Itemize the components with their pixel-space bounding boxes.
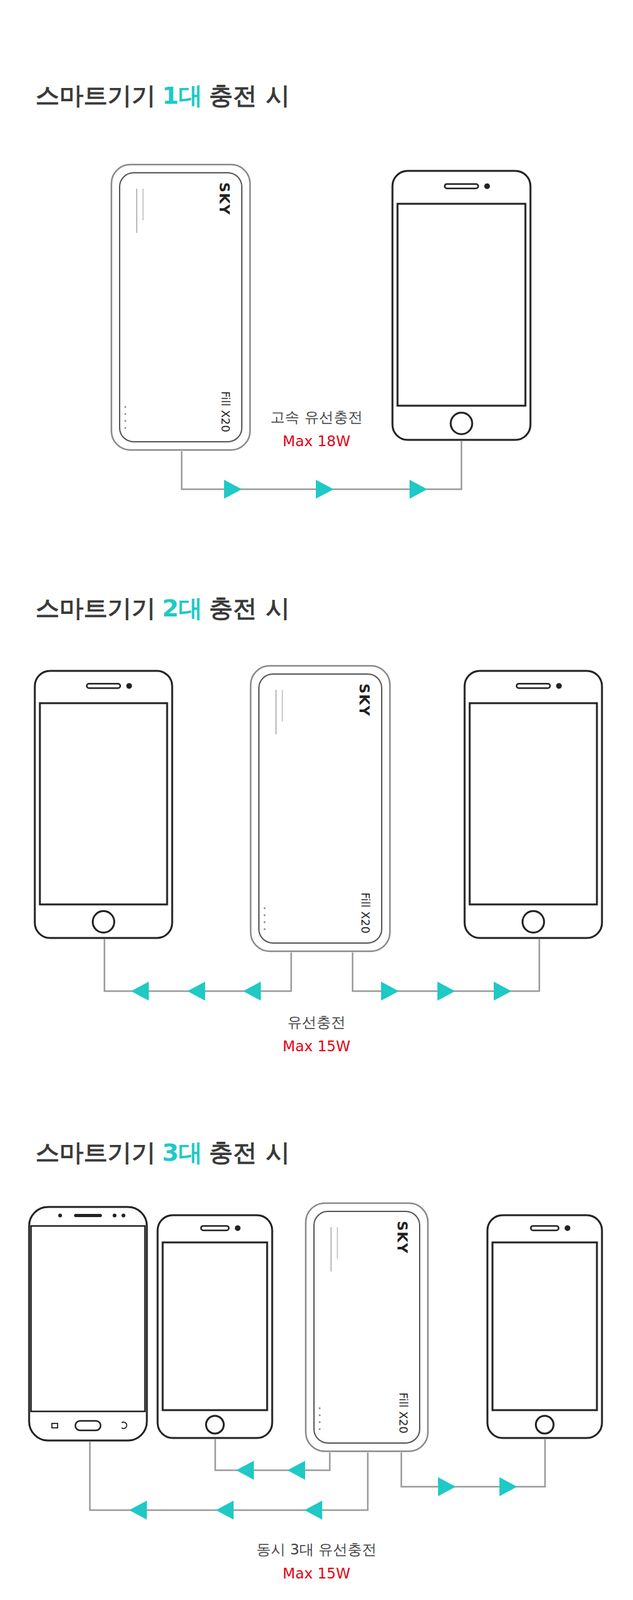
max-power: Max 15W — [282, 1038, 351, 1055]
power-bank: SKY Fill X20 — [249, 664, 392, 953]
max-power: Max 15W — [282, 1565, 351, 1582]
charge-label: 유선충전 — [287, 1012, 346, 1033]
bank-outline — [304, 1202, 430, 1453]
arrowhead — [381, 981, 399, 1001]
power-bank: SKY Fill X20 — [304, 1202, 430, 1453]
charging-cable — [401, 1439, 546, 1497]
smartphone — [156, 1214, 274, 1440]
arrowhead — [499, 1477, 518, 1497]
device-count: 2대 — [162, 592, 203, 625]
heading-text: 스마트기기 — [35, 592, 156, 625]
charging-cable — [89, 1441, 368, 1520]
arrowhead — [129, 1500, 147, 1520]
heading-text: 충전 시 — [208, 79, 290, 113]
model-name: Fill X20 — [396, 1392, 411, 1434]
smartphone — [391, 169, 532, 442]
power-bank: SKY Fill X20 — [110, 163, 252, 452]
section-heading: 스마트기기2대충전 시 — [35, 592, 290, 625]
brand-name: SKY — [356, 683, 373, 717]
phone-outline — [33, 669, 174, 940]
heading-text: 충전 시 — [208, 1136, 290, 1170]
cable-line — [401, 1439, 546, 1487]
heading-text: 스마트기기 — [35, 1136, 156, 1170]
heading-text: 충전 시 — [208, 592, 290, 625]
phone-outline — [156, 1214, 274, 1440]
arrowhead — [287, 1460, 306, 1480]
arrowhead — [438, 1477, 456, 1497]
smartphone — [27, 1205, 149, 1442]
arrowhead — [493, 981, 512, 1001]
galaxy-outline — [27, 1205, 149, 1442]
phone-outline — [486, 1214, 604, 1440]
arrowhead — [304, 1500, 323, 1520]
phone-outline — [463, 669, 604, 940]
arrowhead — [243, 981, 261, 1001]
phone-outline — [391, 169, 532, 442]
arrowhead — [315, 479, 334, 499]
arrowhead — [236, 1460, 254, 1480]
model-name: Fill X20 — [219, 391, 233, 433]
model-name: Fill X20 — [358, 892, 373, 934]
smartphone — [463, 669, 604, 940]
max-power: Max 18W — [282, 432, 351, 450]
arrowhead — [131, 981, 149, 1001]
arrowhead — [215, 1500, 234, 1520]
charge-label: 고속 유선충전 — [270, 407, 363, 428]
device-count: 3대 — [162, 1136, 203, 1170]
arrowhead — [224, 479, 242, 499]
smartphone — [33, 669, 174, 940]
smartphone — [486, 1214, 604, 1440]
charge-label: 동시 3대 유선충전 — [256, 1540, 377, 1560]
section-heading: 스마트기기1대충전 시 — [35, 79, 290, 113]
device-count: 1대 — [162, 79, 203, 113]
brand-name: SKY — [394, 1221, 411, 1254]
arrowhead — [187, 981, 206, 1001]
section-heading: 스마트기기3대충전 시 — [35, 1136, 290, 1170]
arrowhead — [409, 479, 428, 499]
arrowhead — [437, 981, 456, 1001]
brand-name: SKY — [216, 182, 233, 216]
heading-text: 스마트기기 — [35, 79, 156, 113]
